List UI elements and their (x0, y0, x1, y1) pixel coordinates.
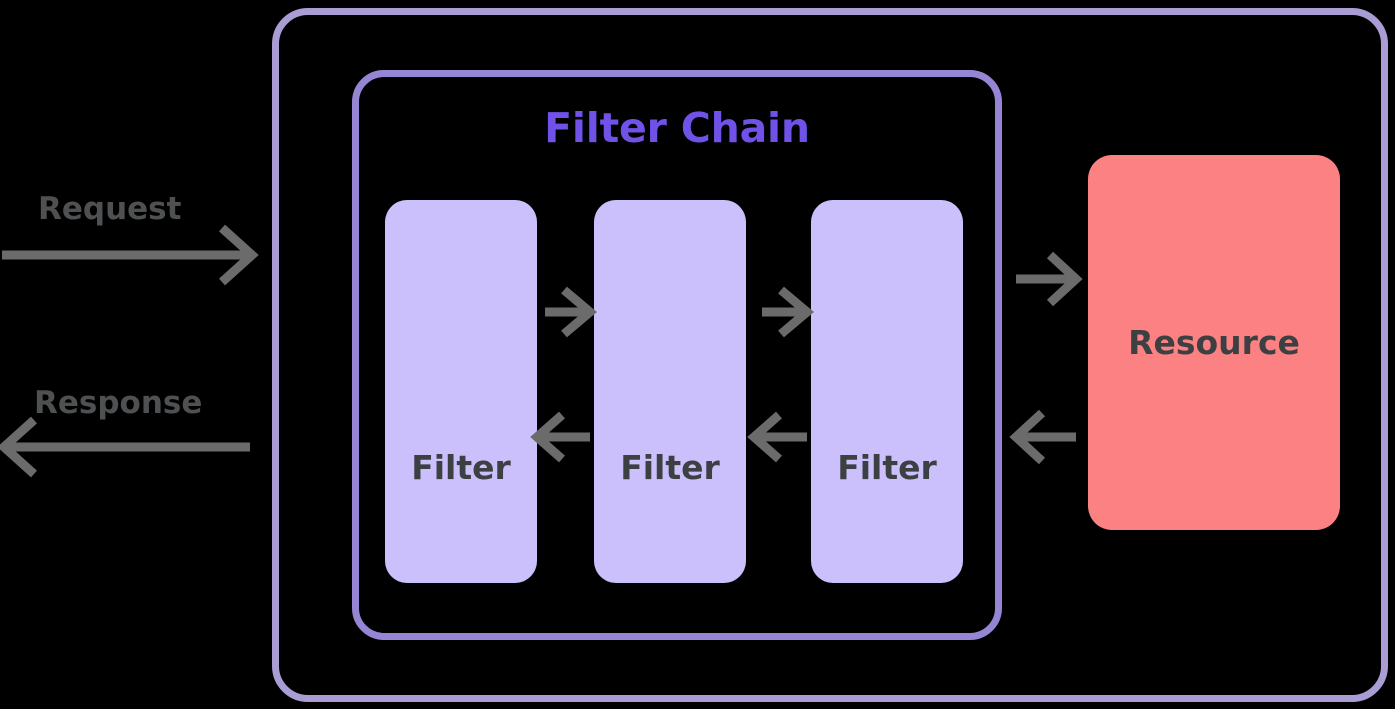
response-label: Response (34, 385, 203, 421)
filter-box-2: Filter (594, 200, 746, 583)
gateway-container (272, 8, 1388, 702)
filter-box-1: Filter (385, 200, 537, 583)
resource-box-label: Resource (1128, 323, 1300, 362)
filter-box-2-label: Filter (620, 448, 720, 487)
filter-box-3-label: Filter (837, 448, 937, 487)
filter-chain-container (352, 70, 1002, 640)
filter-box-3: Filter (811, 200, 963, 583)
resource-box: Resource (1088, 155, 1340, 530)
request-arrow-icon (2, 224, 259, 286)
response-arrow-icon (0, 416, 250, 478)
filter-chain-title: Filter Chain (544, 104, 810, 152)
filter-box-1-label: Filter (411, 448, 511, 487)
request-label: Request (38, 191, 182, 227)
